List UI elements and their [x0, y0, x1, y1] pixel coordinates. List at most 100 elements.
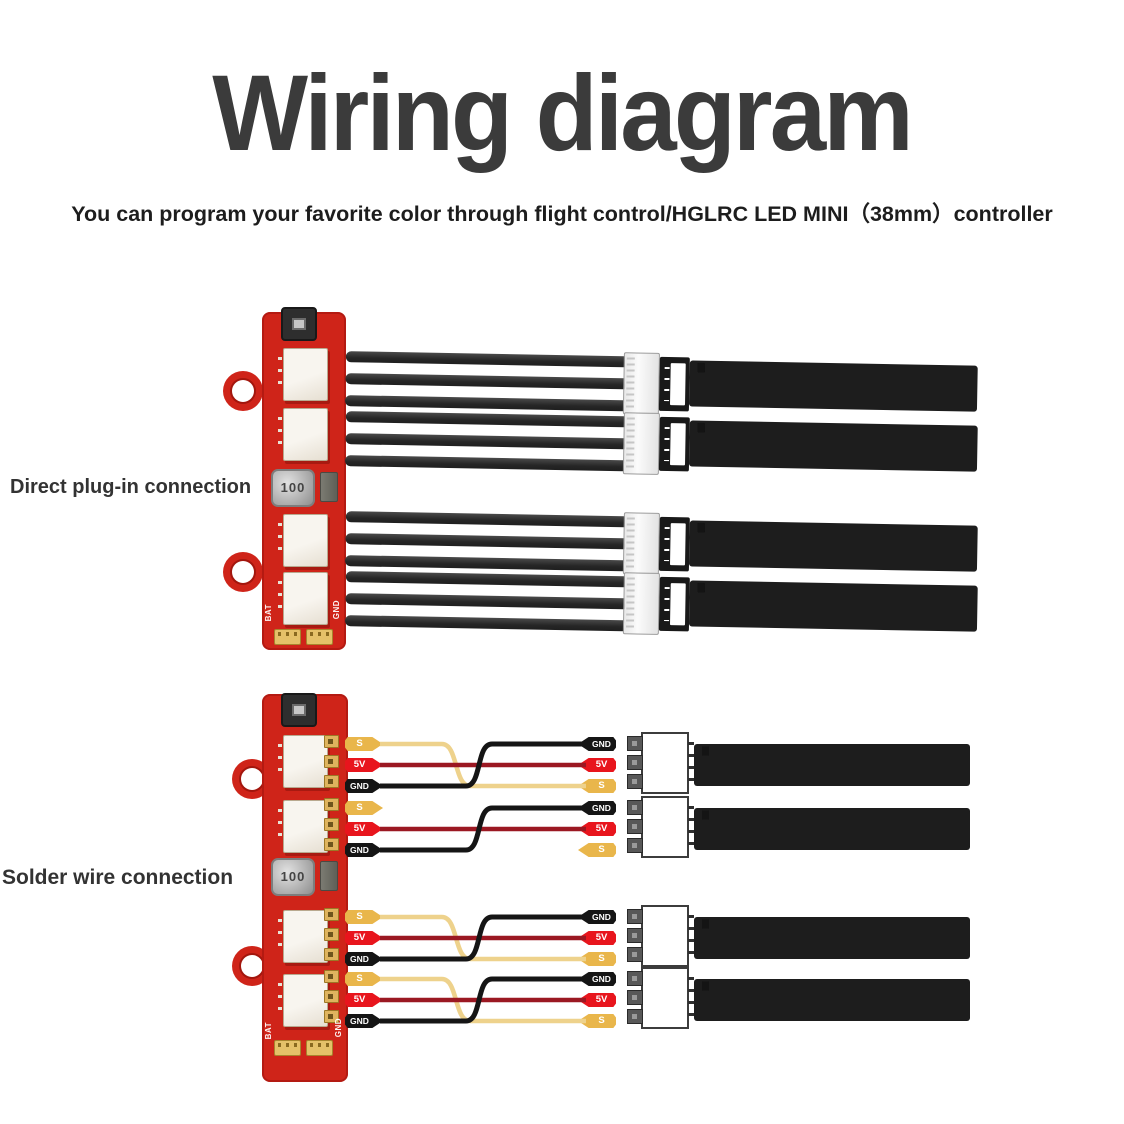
socket-pad — [627, 909, 643, 924]
strip-socket — [627, 905, 694, 967]
led-strip — [694, 744, 970, 786]
direct-strip-group — [337, 567, 986, 645]
black-wire — [345, 533, 630, 550]
strip-socket — [627, 796, 694, 858]
socket-pad — [627, 971, 643, 986]
led-strip — [688, 420, 978, 472]
power-tag-left: 5V — [345, 993, 383, 1007]
socket-pad — [627, 774, 643, 789]
socket-pins — [688, 915, 694, 957]
led-row — [701, 924, 965, 952]
wire-paths — [380, 914, 586, 962]
solder-pad — [324, 990, 339, 1003]
solder-pad — [324, 775, 339, 788]
led-row — [701, 815, 965, 843]
jst-plug — [622, 512, 660, 575]
socket-pad — [627, 947, 643, 962]
jst-connector — [278, 735, 328, 788]
strip-socket — [627, 732, 694, 794]
black-wire — [344, 455, 630, 472]
ground-tag-right: GND — [578, 910, 616, 924]
jst-plug — [622, 572, 660, 635]
gold-connector — [306, 1040, 333, 1056]
signal-tag-right: S — [578, 952, 616, 966]
page-title: Wiring diagram — [212, 52, 914, 173]
direct-section-label: Direct plug-in connection — [10, 476, 252, 498]
direct-strip-group — [337, 407, 986, 485]
jst-plug — [622, 412, 660, 475]
solder-pad — [324, 838, 339, 851]
black-wire — [345, 373, 630, 390]
solder-pad — [324, 970, 339, 983]
jst-connector — [278, 974, 328, 1027]
button-cap — [292, 318, 306, 330]
ground-tag-left: GND — [345, 843, 383, 857]
signal-tag-right: S — [578, 1014, 616, 1028]
page-title-wrap: Wiring diagram — [0, 50, 1124, 175]
signal-tag-left: S — [345, 972, 383, 986]
led-row — [701, 986, 965, 1014]
inductor: 100 — [271, 858, 315, 896]
strip-socket — [627, 967, 694, 1029]
gold-connector — [274, 1040, 301, 1056]
socket-pad — [627, 1009, 643, 1024]
ground-tag-left: GND — [345, 952, 383, 966]
jst-connector — [278, 572, 328, 625]
power-tag-left: 5V — [345, 822, 383, 836]
strip-socket — [658, 356, 690, 412]
strip-socket — [658, 416, 690, 472]
led-strip — [688, 580, 978, 632]
signal-tag-left: S — [345, 737, 383, 751]
socket-pad — [627, 838, 643, 853]
led-strip — [688, 520, 978, 572]
solder-pad — [324, 735, 339, 748]
wire-paths — [380, 741, 586, 789]
mounting-hole — [241, 955, 263, 977]
solder-pad — [324, 755, 339, 768]
wire-paths — [380, 805, 586, 853]
black-wire — [345, 511, 630, 528]
signal-tag-left: S — [345, 801, 383, 815]
gnd-label: GND — [334, 1018, 343, 1038]
socket-pins — [688, 806, 694, 848]
wire-paths — [380, 976, 586, 1024]
ground-wire — [380, 914, 586, 962]
led-row — [701, 751, 965, 779]
jst-connector — [278, 348, 328, 401]
gold-connector — [274, 629, 301, 645]
black-wire — [345, 593, 630, 610]
socket-pad — [627, 819, 643, 834]
inductor: 100 — [271, 469, 315, 507]
capacitor — [320, 472, 338, 502]
led-row — [696, 428, 973, 465]
led-strip — [688, 360, 978, 412]
ground-wire — [380, 741, 586, 789]
led-strip — [694, 979, 970, 1021]
jst-connector — [278, 910, 328, 963]
black-wire — [345, 411, 630, 428]
mounting-hole — [232, 380, 254, 402]
jst-plug — [622, 352, 660, 415]
page-subtitle: You can program your favorite color thro… — [71, 202, 1053, 226]
black-wire — [345, 571, 630, 588]
mounting-tab — [223, 552, 263, 592]
solder-pad — [324, 948, 339, 961]
solder-pad — [324, 798, 339, 811]
power-tag-right: 5V — [578, 822, 616, 836]
jst-connector — [278, 800, 328, 853]
power-tag-right: 5V — [578, 993, 616, 1007]
led-strip — [694, 808, 970, 850]
bat-label: BAT — [264, 604, 273, 622]
led-row — [696, 588, 973, 625]
ground-tag-right: GND — [578, 737, 616, 751]
socket-pins — [688, 742, 694, 784]
power-tag-right: 5V — [578, 931, 616, 945]
socket-pad — [627, 755, 643, 770]
boot-button — [281, 307, 317, 341]
ground-wire — [380, 976, 586, 1024]
mounting-hole — [232, 561, 254, 583]
